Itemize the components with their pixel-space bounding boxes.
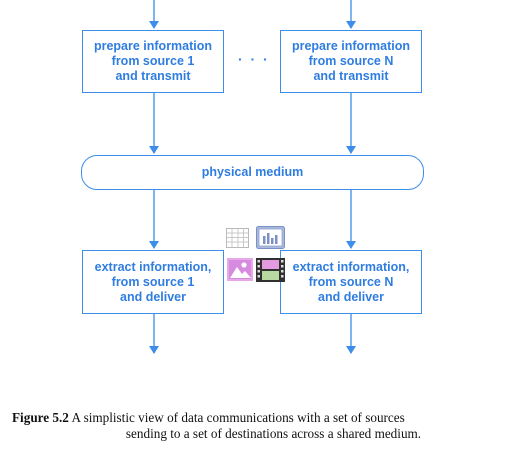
- left-destination-line-1: extract information,: [94, 259, 212, 274]
- physical-medium-label: physical medium: [201, 165, 304, 179]
- right-destination-box: extract information, from source N and d…: [280, 250, 422, 314]
- source-ellipsis: · · ·: [238, 51, 270, 67]
- left-destination-line-2: from source 1: [111, 274, 195, 289]
- film-icon: [256, 258, 285, 282]
- right-source-line-1: prepare information: [291, 39, 411, 53]
- right-destination-line-1: extract information,: [292, 259, 410, 274]
- bar-chart-icon: [256, 226, 285, 249]
- spreadsheet-icon: [226, 228, 249, 248]
- diagram-canvas: [149, 0, 356, 354]
- left-source-line-2: from source 1: [111, 54, 195, 68]
- caption-line-1: A simplistic view of data communications…: [71, 410, 405, 425]
- left-destination-line-3: and deliver: [120, 289, 186, 304]
- left-destination-box: extract information, from source 1 and d…: [82, 250, 224, 314]
- caption-figure-label: Figure 5.2: [12, 410, 69, 425]
- right-destination-line-3: and deliver: [318, 289, 384, 304]
- figure-caption: Figure 5.2 A simplistic view of data com…: [12, 410, 497, 442]
- left-source-line-3: and transmit: [115, 69, 191, 83]
- caption-line-2: sending to a set of destinations across …: [125, 426, 422, 441]
- left-source-line-1: prepare information: [93, 39, 213, 53]
- right-source-line-2: from source N: [308, 54, 394, 68]
- image-icon: [227, 258, 253, 281]
- right-source-box: prepare information from source N and tr…: [280, 30, 422, 93]
- physical-medium-box: physical medium: [81, 155, 424, 190]
- left-source-box: prepare information from source 1 and tr…: [82, 30, 224, 93]
- right-destination-line-2: from source N: [308, 274, 394, 289]
- right-source-line-3: and transmit: [313, 69, 389, 83]
